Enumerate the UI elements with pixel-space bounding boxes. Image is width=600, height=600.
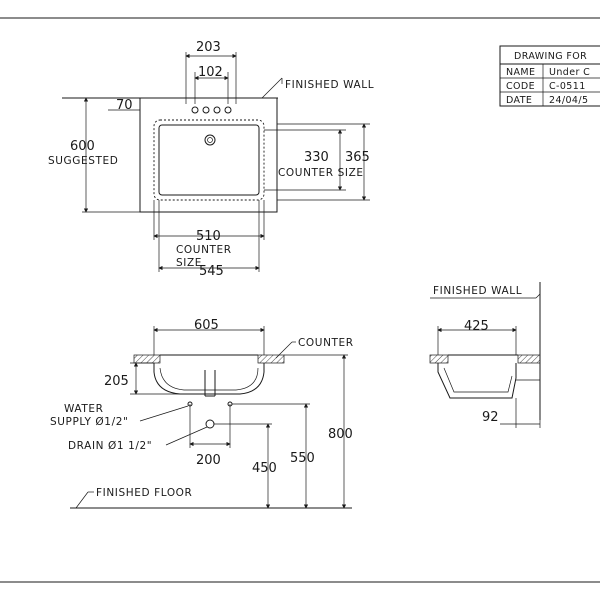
dim-92: 92 bbox=[482, 410, 499, 425]
suggested-label: SUGGESTED bbox=[48, 155, 118, 167]
dim-330: 330 bbox=[304, 150, 329, 165]
counter-slab-left bbox=[133, 354, 161, 364]
counter-slab-right bbox=[257, 354, 285, 364]
drain-label: DRAIN Ø1 1/2" bbox=[68, 440, 152, 452]
side-view: FINISHED WALL 425 92 bbox=[429, 282, 541, 428]
title-block: DRAWING FOR NAME Under C CODE C-0511 DAT… bbox=[499, 45, 600, 107]
dim-70: 70 bbox=[116, 98, 133, 113]
tap-hole bbox=[213, 106, 221, 114]
side-basin-profile bbox=[437, 363, 517, 399]
counter-size-bottom-label-1: COUNTER bbox=[176, 244, 232, 256]
water-supply-label-1: WATER bbox=[64, 403, 104, 415]
finished-floor-label: FINISHED FLOOR bbox=[96, 487, 192, 499]
water-supply-label-2: SUPPLY Ø1/2" bbox=[50, 416, 128, 428]
dim-205: 205 bbox=[104, 374, 129, 389]
dim-605: 605 bbox=[194, 318, 219, 333]
drain-outlet bbox=[205, 419, 215, 429]
counter-label: COUNTER bbox=[298, 337, 354, 349]
dim-203: 203 bbox=[196, 40, 221, 55]
dim-365: 365 bbox=[345, 150, 370, 165]
counter-outline bbox=[139, 97, 278, 213]
title-block-date-value: 24/04/5 bbox=[549, 95, 588, 106]
dim-800: 800 bbox=[328, 427, 353, 442]
basin-body bbox=[153, 363, 265, 395]
dim-510: 510 bbox=[196, 229, 221, 244]
title-block-header: DRAWING FOR bbox=[514, 51, 587, 62]
title-block-name-key: NAME bbox=[506, 67, 535, 78]
counter-size-bottom-label-2: SIZE bbox=[176, 257, 202, 269]
dim-545: 545 bbox=[199, 264, 224, 279]
basin-inner-outline bbox=[158, 124, 260, 196]
title-block-code-value: C-0511 bbox=[549, 81, 586, 92]
title-block-name-value: Under C bbox=[549, 67, 590, 78]
counter-size-right-label: COUNTER SIZE bbox=[278, 167, 364, 179]
title-block-date-key: DATE bbox=[506, 95, 532, 106]
dim-102: 102 bbox=[198, 65, 223, 80]
tap-hole bbox=[191, 106, 199, 114]
dim-600: 600 bbox=[70, 139, 95, 154]
top-finished-wall-label: FINISHED WALL bbox=[285, 79, 374, 91]
top-view: FINISHED WALL 203 102 70 600 SUGGEST bbox=[48, 40, 374, 279]
tap-hole bbox=[202, 106, 210, 114]
dim-425: 425 bbox=[464, 319, 489, 334]
side-counter-left bbox=[429, 354, 449, 364]
dim-450: 450 bbox=[252, 461, 277, 476]
side-finished-wall-label: FINISHED WALL bbox=[433, 285, 522, 297]
dim-200: 200 bbox=[196, 453, 221, 468]
basin-outer-outline bbox=[153, 119, 265, 201]
dim-550: 550 bbox=[290, 451, 315, 466]
front-view: 605 COUNTER 205 WATER SUPPLY Ø1/2" DRAIN… bbox=[50, 318, 354, 509]
side-counter-right bbox=[517, 354, 541, 364]
title-block-code-key: CODE bbox=[506, 81, 535, 92]
drain-circle bbox=[204, 134, 216, 146]
tap-hole bbox=[224, 106, 232, 114]
